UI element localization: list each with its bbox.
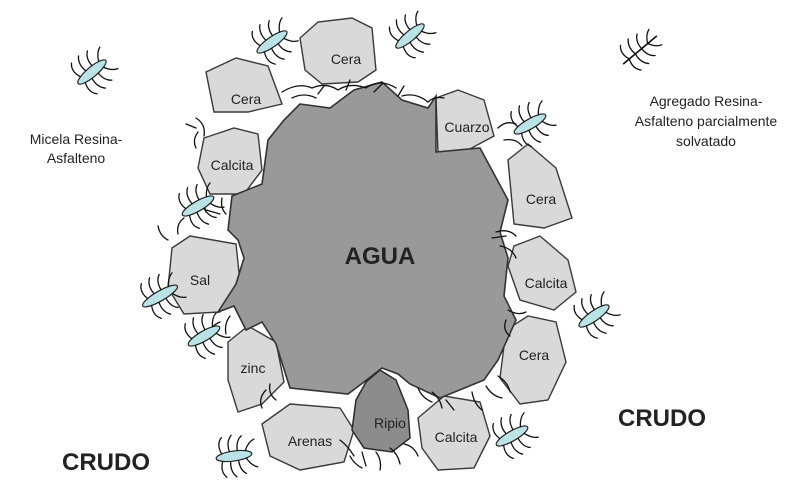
label-calcita-right: Calcita bbox=[525, 275, 568, 291]
legend-aggregate-line2: Asfalteno parcialmente bbox=[635, 113, 778, 129]
label-sal: Sal bbox=[190, 272, 210, 288]
label-arenas: Arenas bbox=[288, 433, 332, 449]
label-cera-top: Cera bbox=[331, 51, 362, 67]
crude-label-right: CRUDO bbox=[618, 405, 706, 432]
micelle bbox=[486, 407, 542, 463]
legend-aggregate-line1: Agregado Resina- bbox=[650, 93, 763, 109]
center-label: AGUA bbox=[345, 243, 416, 270]
label-calcita-left: Calcita bbox=[211, 157, 254, 173]
legend-aggregate-icon bbox=[613, 24, 667, 77]
label-cera-left: Cera bbox=[231, 91, 262, 107]
micelle bbox=[383, 6, 441, 64]
label-calcita-bottom: Calcita bbox=[435, 429, 478, 445]
crude-label-left: CRUDO bbox=[62, 449, 150, 476]
label-cuarzo: Cuarzo bbox=[444, 119, 489, 135]
micelle bbox=[245, 12, 302, 69]
label-cera-lower-right: Cera bbox=[519, 347, 550, 363]
micelle bbox=[178, 307, 234, 363]
particle-calcita-right bbox=[508, 236, 576, 310]
label-cera-right: Cera bbox=[526, 191, 557, 207]
micelle bbox=[213, 432, 258, 479]
legend-micelle-line1: Micela Resina- bbox=[30, 131, 123, 147]
label-ripio: Ripio bbox=[374, 415, 406, 431]
micelle bbox=[567, 286, 624, 343]
label-zinc: zinc bbox=[241, 360, 266, 376]
legend-micelle-icon bbox=[65, 42, 123, 100]
legend-micelle-line2: Asfalteno bbox=[47, 150, 106, 166]
particle-cera-right bbox=[508, 144, 572, 228]
legend-aggregate-line3: solvatado bbox=[676, 133, 736, 149]
